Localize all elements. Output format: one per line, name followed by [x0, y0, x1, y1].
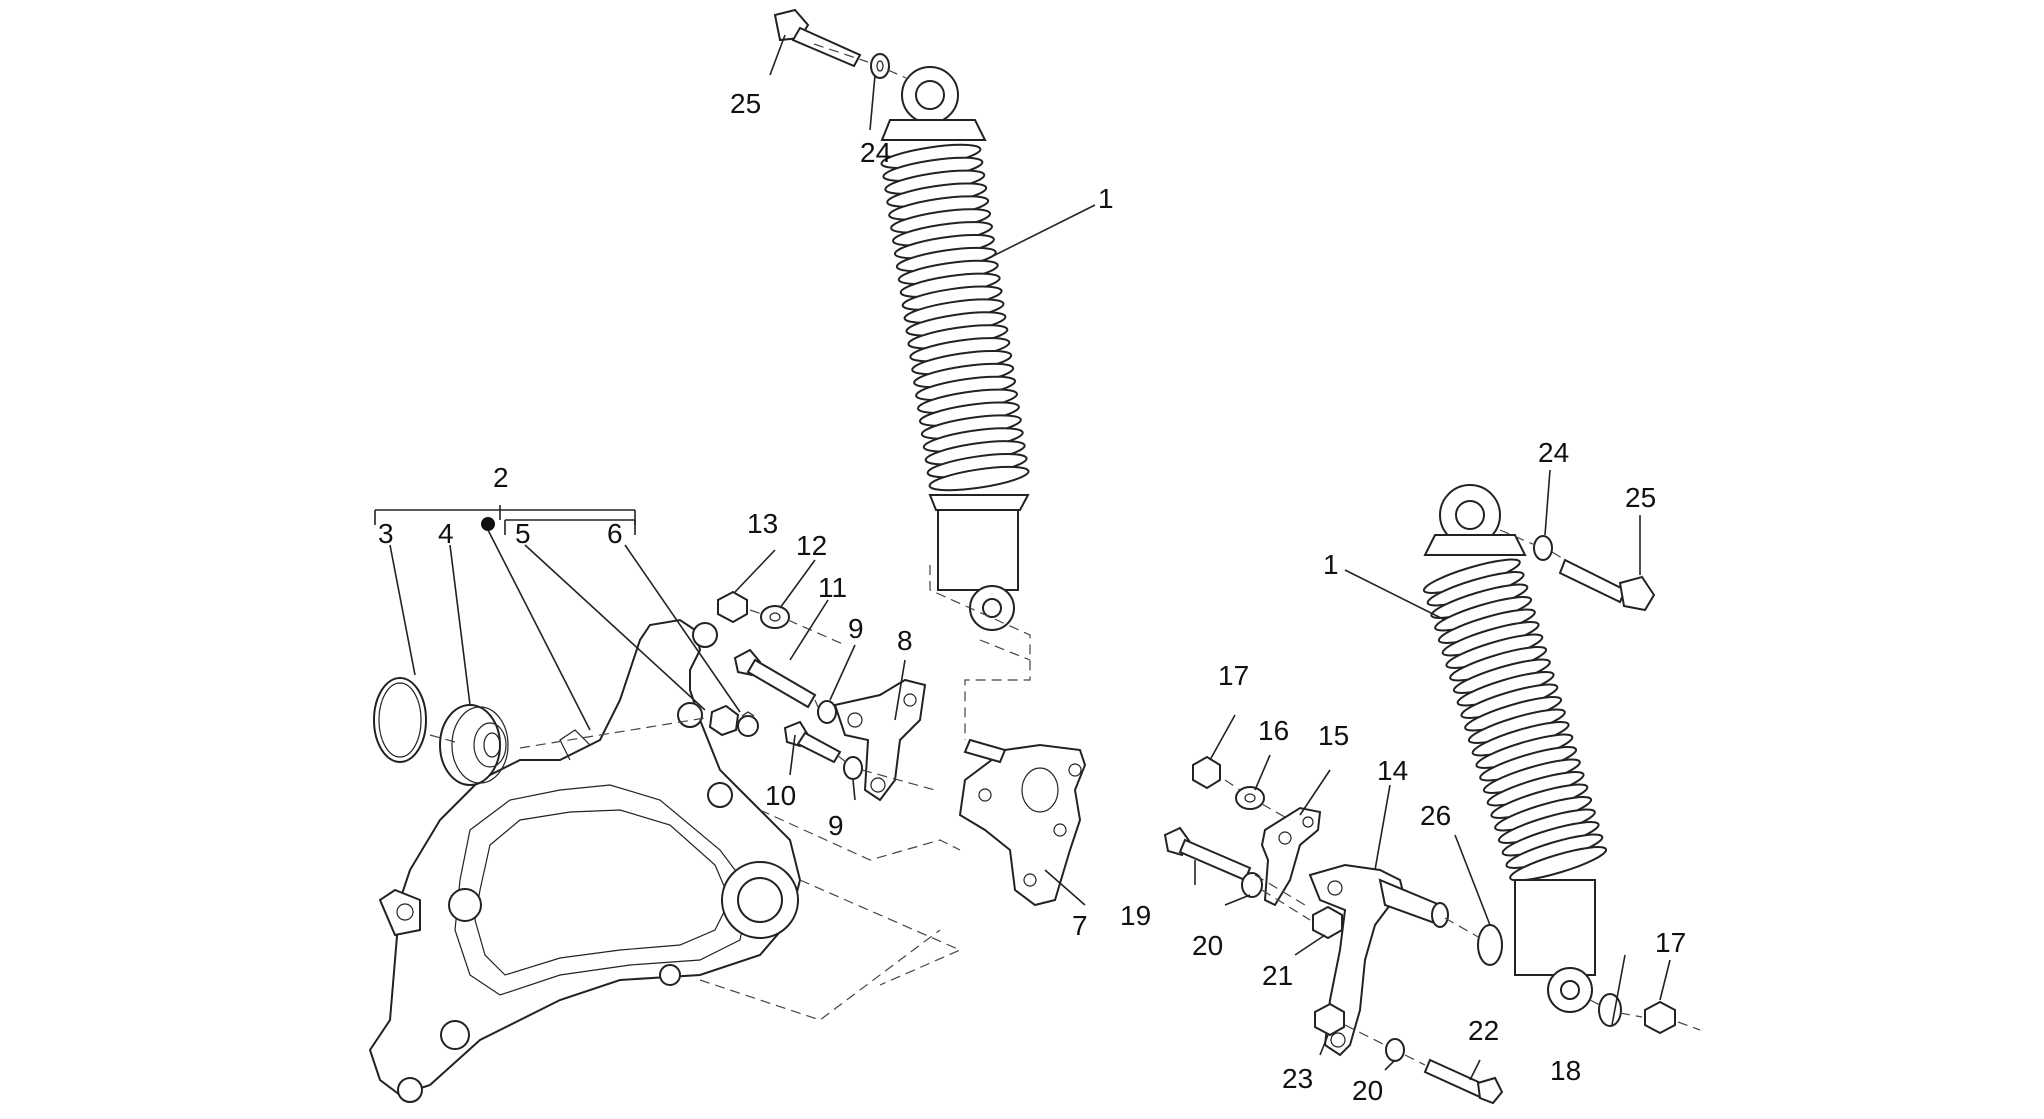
shock-absorber-left[interactable] — [880, 66, 1030, 631]
washer-20-lower[interactable] — [1385, 1038, 1405, 1062]
bolt-25-top[interactable] — [773, 8, 862, 68]
nut-21[interactable] — [1312, 905, 1343, 940]
nut-23[interactable] — [1314, 1002, 1345, 1037]
group-marker-dot — [481, 517, 495, 531]
washer-24-top[interactable] — [870, 53, 890, 79]
callout-6: 6 — [607, 518, 623, 549]
callout-8: 8 — [897, 625, 913, 656]
washer-20-upper[interactable] — [1241, 872, 1263, 898]
callout-25-right: 25 — [1625, 482, 1656, 513]
callout-7: 7 — [1072, 910, 1088, 941]
callout-26: 26 — [1420, 800, 1451, 831]
callout-1-right: 1 — [1323, 549, 1339, 580]
callout-20-upper: 20 — [1192, 930, 1223, 961]
shock-absorber-right[interactable] — [1421, 484, 1608, 1013]
alignment-lines — [429, 43, 1701, 1066]
washer-12[interactable] — [760, 605, 790, 629]
callout-16: 16 — [1258, 715, 1289, 746]
callout-4: 4 — [438, 518, 454, 549]
callout-23: 23 — [1282, 1063, 1313, 1094]
washer-9-upper[interactable] — [817, 700, 837, 724]
bolt-25-right[interactable] — [1558, 558, 1656, 612]
bracket-15[interactable] — [1260, 806, 1322, 907]
callout-9-lower: 9 — [828, 810, 844, 841]
nut-5[interactable] — [708, 704, 740, 737]
bolt-19[interactable] — [1163, 826, 1252, 882]
callout-13: 13 — [747, 508, 778, 539]
callout-14: 14 — [1377, 755, 1408, 786]
spring-coil — [928, 465, 1030, 492]
nut-13[interactable] — [717, 590, 748, 624]
callout-24-right: 24 — [1538, 437, 1569, 468]
callout-1-left: 1 — [1098, 183, 1114, 214]
circlip-3[interactable] — [373, 677, 427, 763]
swing-arm-housing[interactable] — [368, 618, 802, 1103]
callout-9-upper: 9 — [848, 613, 864, 644]
callout-25-top: 25 — [730, 88, 761, 119]
washer-16[interactable] — [1235, 786, 1265, 810]
callout-2: 2 — [493, 462, 509, 493]
callout-11: 11 — [818, 572, 847, 603]
callout-5: 5 — [515, 518, 531, 549]
group-bracket-2-wide — [374, 509, 636, 525]
callout-12: 12 — [796, 530, 827, 561]
bracket-7[interactable] — [958, 738, 1087, 907]
bolt-11[interactable] — [733, 648, 817, 709]
spring-coil — [1509, 846, 1608, 882]
callout-17-left: 17 — [1218, 660, 1249, 691]
callout-3: 3 — [378, 518, 394, 549]
callout-22: 22 — [1468, 1015, 1499, 1046]
washer-26[interactable] — [1477, 924, 1503, 966]
bracket-8[interactable] — [833, 678, 927, 802]
leader-lines — [389, 34, 1671, 1081]
bolt-22[interactable] — [1423, 1058, 1504, 1105]
callout-17-right: 17 — [1655, 927, 1686, 958]
washer-24-right[interactable] — [1533, 535, 1553, 561]
bolt-10[interactable] — [783, 720, 842, 764]
nut-17-right[interactable] — [1644, 1000, 1676, 1035]
callout-18: 18 — [1550, 1055, 1581, 1086]
callout-labels: 1 1 2 3 4 5 6 7 8 9 9 10 11 12 13 14 15 … — [378, 88, 1686, 1106]
callout-24-top: 24 — [860, 137, 891, 168]
callout-19: 19 — [1120, 900, 1151, 931]
washer-9-lower[interactable] — [843, 756, 863, 780]
callout-15: 15 — [1318, 720, 1349, 751]
nut-17-left[interactable] — [1192, 755, 1221, 790]
callout-20-lower: 20 — [1352, 1075, 1383, 1106]
washer-18[interactable] — [1598, 993, 1622, 1027]
clip-6[interactable] — [737, 711, 759, 737]
callout-21: 21 — [1262, 960, 1293, 991]
callout-10: 10 — [765, 780, 796, 811]
